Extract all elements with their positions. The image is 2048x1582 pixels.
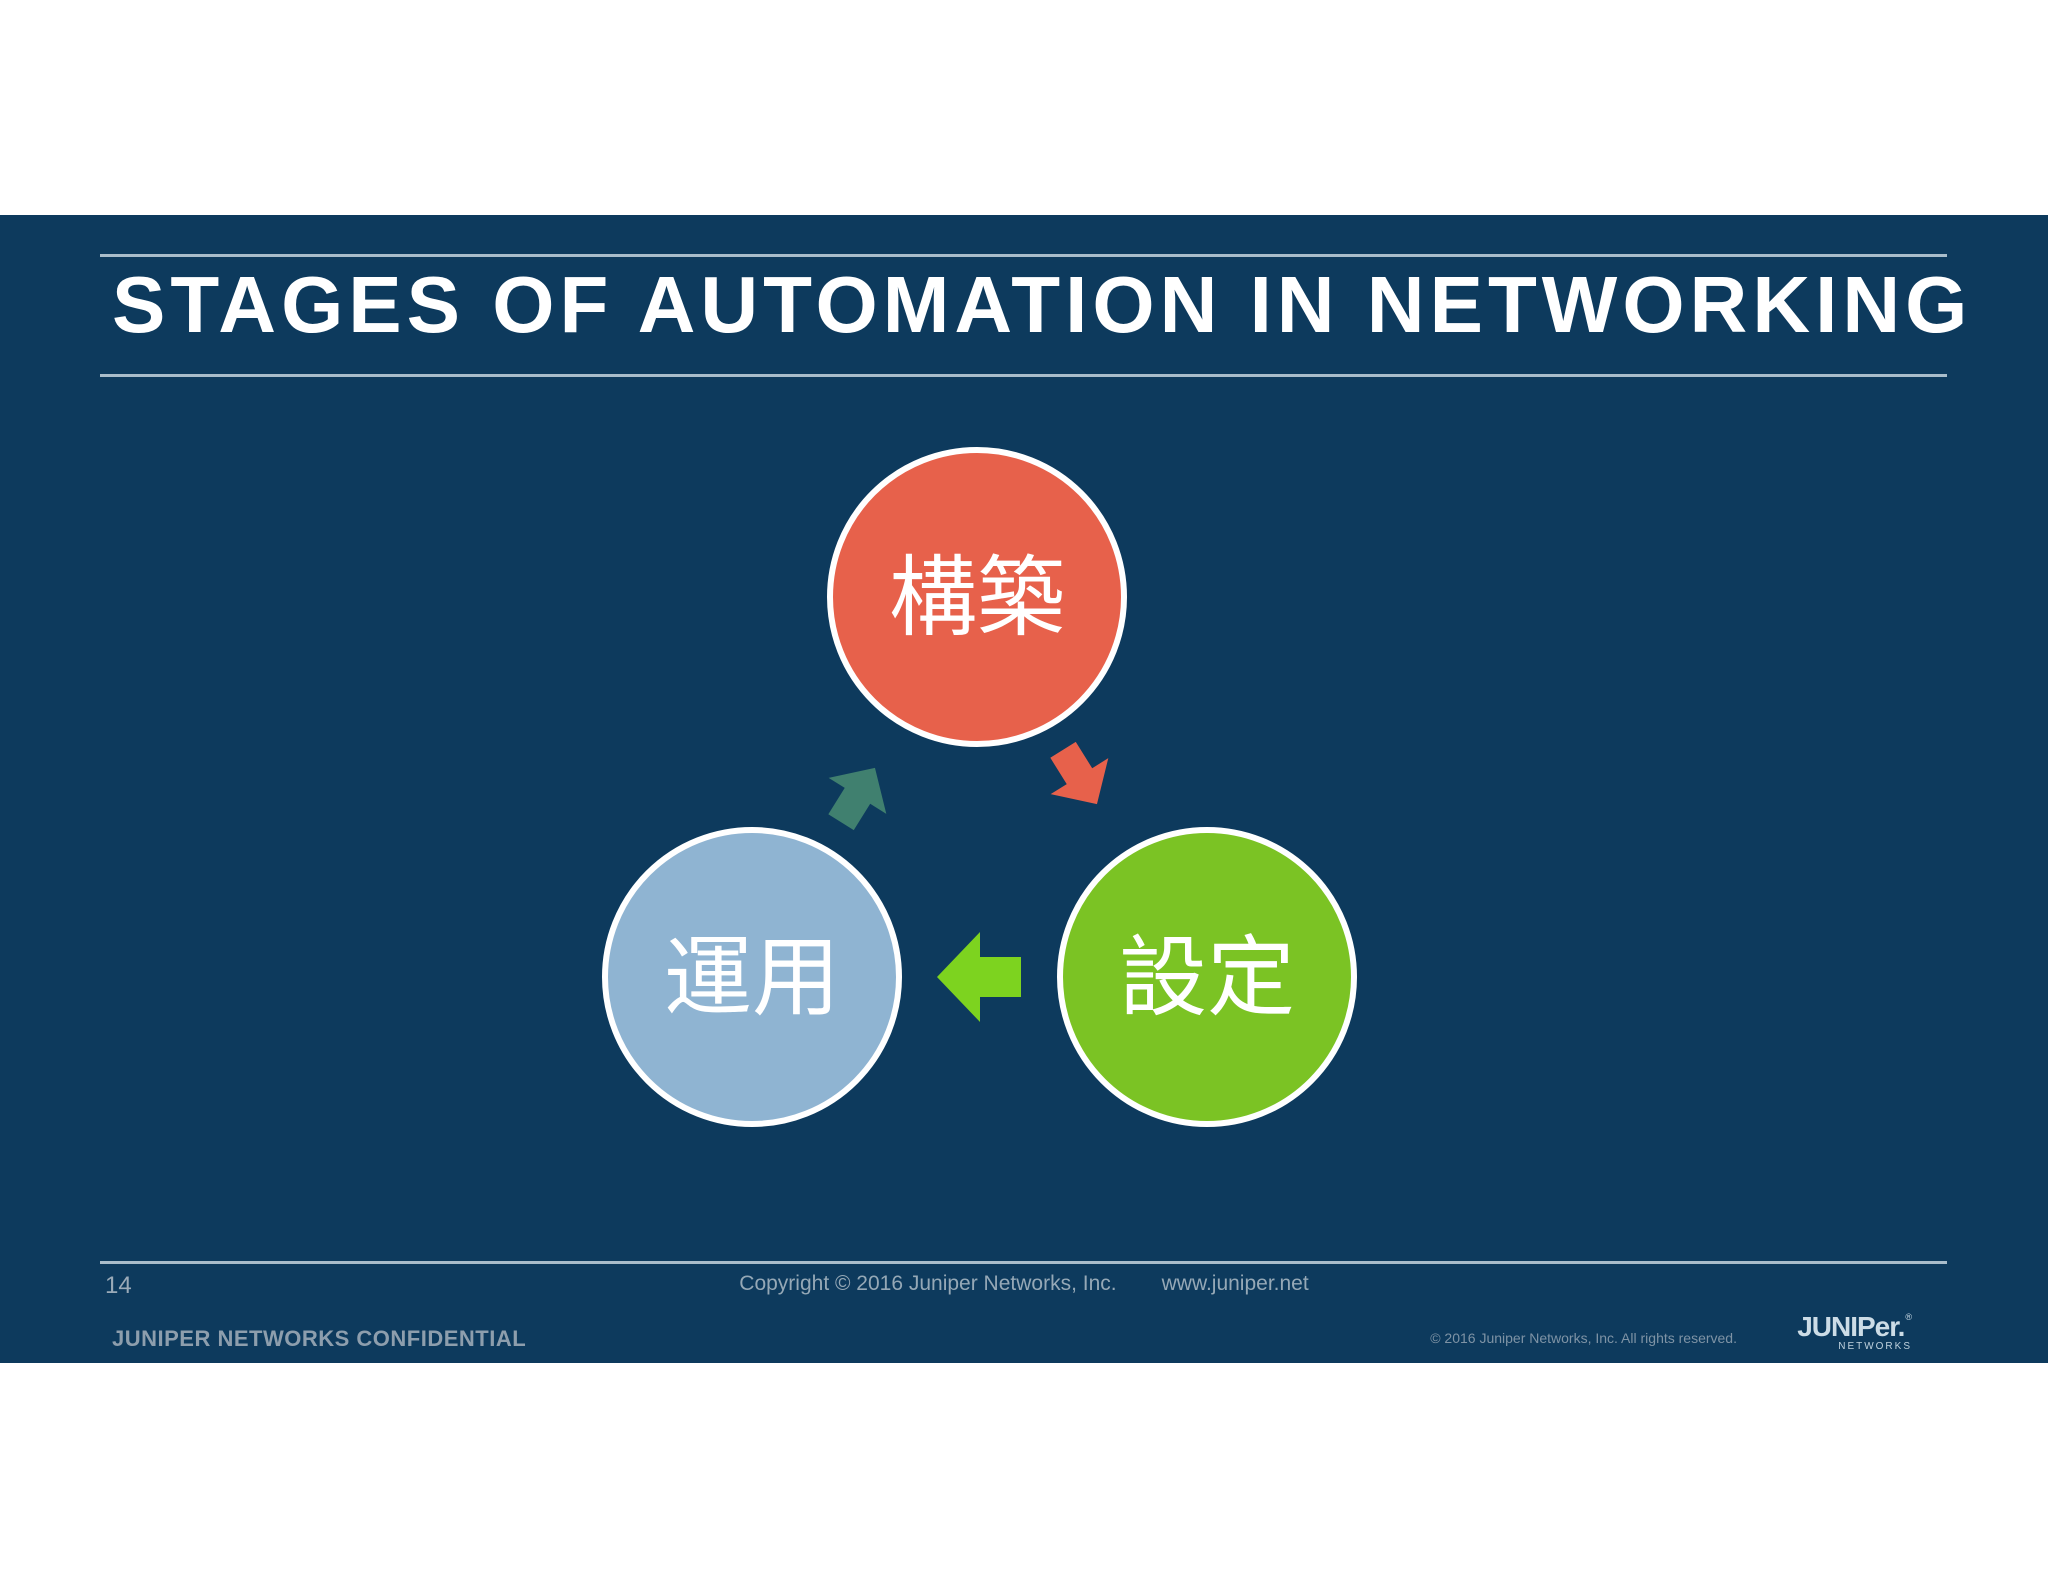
page-number: 14 [105, 1272, 132, 1299]
juniper-logo: JUNIPer.® NETWORKS [1797, 1313, 1912, 1352]
title-rule-top [100, 254, 1947, 257]
cycle-node-configure [1057, 827, 1357, 1127]
juniper-logo-tagline: NETWORKS [1838, 1341, 1912, 1352]
arrow-build-to-configure [1050, 741, 1109, 805]
arrow-configure-to-operate [937, 932, 1021, 1022]
slide: STAGES OF AUTOMATION IN NETWORKING 構築 運用… [0, 215, 2048, 1363]
footer-rights: © 2016 Juniper Networks, Inc. All rights… [1430, 1330, 1737, 1346]
cycle-node-operate [602, 827, 902, 1127]
title-rule-bottom [100, 374, 1947, 377]
cycle-node-build [827, 447, 1127, 747]
cycle-diagram: 構築 運用 設定 [602, 447, 1357, 1127]
footer-website-link[interactable]: www.juniper.net [1161, 1272, 1309, 1295]
footer-copyright-line: Copyright © 2016 Juniper Networks, Inc. w… [0, 1272, 2048, 1296]
arrow-operate-to-build [828, 767, 887, 831]
cycle-node-build-label: 構築 [889, 546, 1065, 649]
cycle-node-configure-label: 設定 [1119, 926, 1295, 1029]
juniper-logo-brand: JUNIPer. [1797, 1311, 1905, 1342]
footer-rule [100, 1261, 1947, 1264]
cycle-node-operate-label: 運用 [664, 926, 840, 1029]
page-title: STAGES OF AUTOMATION IN NETWORKING [112, 260, 1973, 349]
footer-confidential: JUNIPER NETWORKS CONFIDENTIAL [112, 1326, 527, 1351]
footer-copyright: Copyright © 2016 Juniper Networks, Inc. [739, 1272, 1117, 1295]
juniper-logo-registered-icon: ® [1905, 1312, 1912, 1322]
